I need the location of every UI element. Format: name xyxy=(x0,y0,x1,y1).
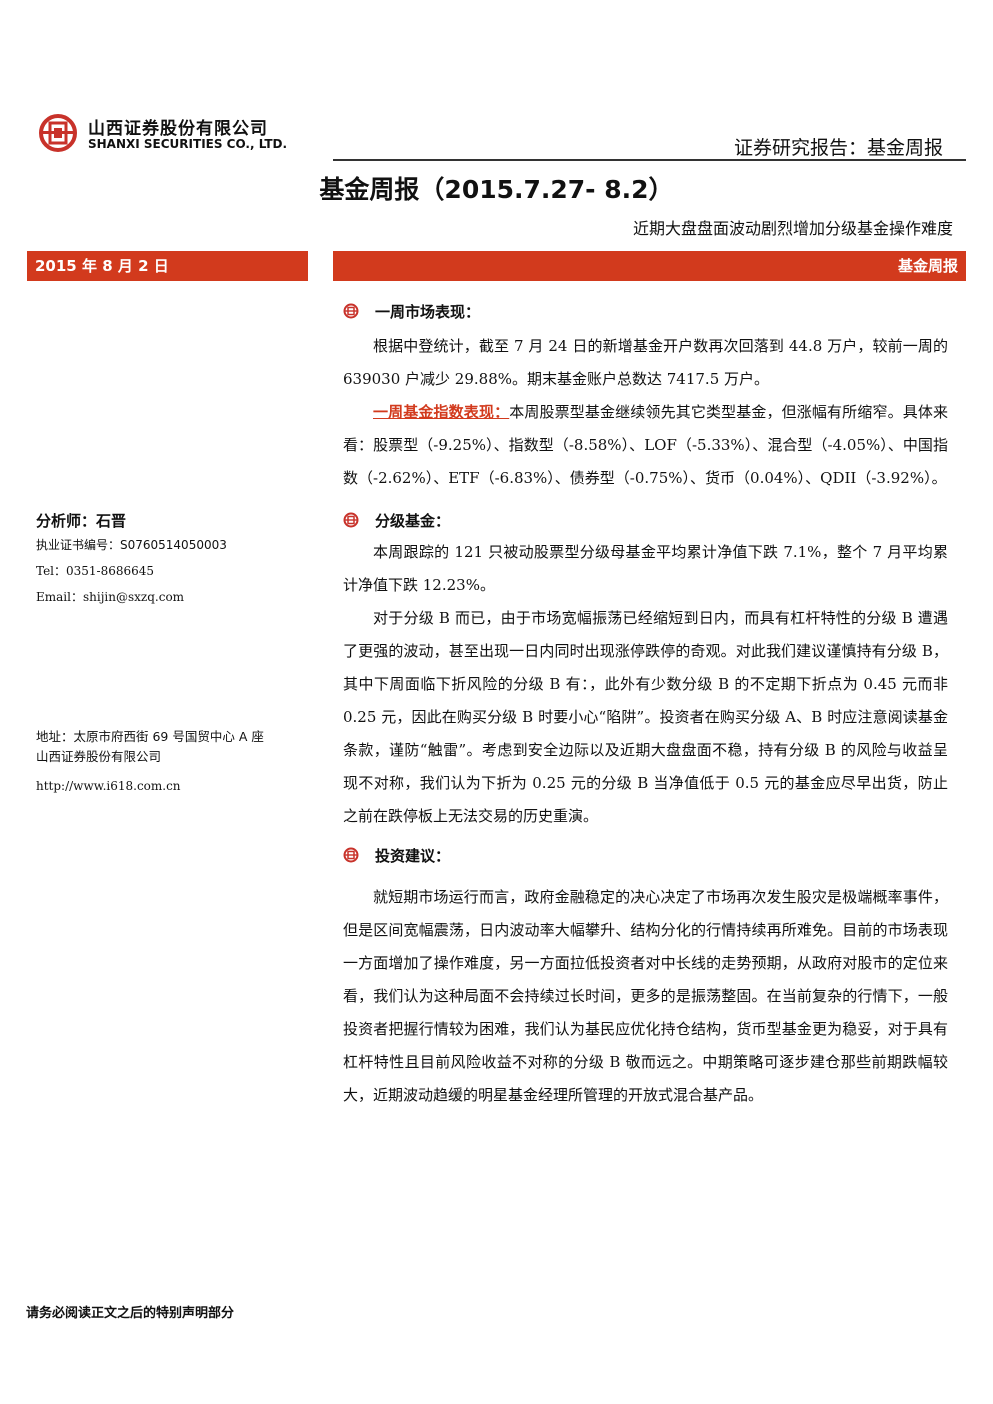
section-title-market: 一周市场表现： xyxy=(375,302,481,321)
page-subtitle: 近期大盘盘面波动剧烈增加分级基金操作难度 xyxy=(632,219,953,238)
paragraph: 根据中登统计，截至 7 月 24 日的新增基金开户数再次回落到 44.8 万户，… xyxy=(343,337,948,388)
paragraph: 对于分级 B 而已，由于市场宽幅振荡已经缩短到日内，而具有杠杆特性的分级 B 遭… xyxy=(343,609,948,825)
paragraph: 本周跟踪的 121 只被动股票型分级母基金平均累计净值下跌 7.1%，整个 7 … xyxy=(343,543,948,594)
company-website[interactable]: http://www.i618.com.cn xyxy=(36,779,181,793)
disclaimer-footer: 请务必阅读正文之后的特别声明部分 xyxy=(26,1306,235,1321)
company-address: 地址：太原市府西街 69 号国贸中心 A 座 xyxy=(36,729,264,744)
address-company: 山西证券股份有限公司 xyxy=(36,749,162,764)
analyst-cert: 执业证书编号：S0760514050003 xyxy=(36,538,227,552)
section-title-investment-advice: 投资建议： xyxy=(375,846,451,865)
report-date: 2015 年 8 月 2 日 xyxy=(35,257,169,275)
page-title: 基金周报（2015.7.27- 8.2） xyxy=(319,175,674,204)
report-category: 基金周报 xyxy=(897,257,958,275)
company-name-en: SHANXI SECURITIES CO., LTD. xyxy=(88,137,288,151)
section-heading: 分级基金： xyxy=(343,504,948,536)
section-bullet-icon xyxy=(343,847,359,863)
paragraph: 就短期市场运行而言，政府金融稳定的决心决定了市场再次发生股灾是极端概率事件，但是… xyxy=(343,888,948,1104)
section-heading: 一周市场表现： xyxy=(343,295,948,327)
company-name-cn: 山西证券股份有限公司 xyxy=(88,119,268,139)
date-bar: 2015 年 8 月 2 日 xyxy=(27,251,308,281)
paragraph-text: 本周股票型基金继续领先其它类型基金，但涨幅有所缩窄。具体来看：股票型（-9.25… xyxy=(343,403,948,487)
section-bullet-icon xyxy=(343,512,359,528)
analyst-tel: Tel：0351-8686645 xyxy=(36,564,155,578)
analyst-email: Email：shijin@sxzq.com xyxy=(36,590,185,604)
section-heading: 投资建议： xyxy=(343,839,948,871)
main-content: 一周市场表现： 根据中登统计，截至 7 月 24 日的新增基金开户数再次回落到 … xyxy=(343,295,948,1112)
analyst-name: 分析师：石晋 xyxy=(36,512,127,530)
company-logo-icon xyxy=(39,114,77,152)
section-bullet-icon xyxy=(343,303,359,319)
paragraph: 一周基金指数表现：本周股票型基金继续领先其它类型基金，但涨幅有所缩窄。具体来看：… xyxy=(343,396,948,495)
category-bar: 基金周报 xyxy=(333,251,966,281)
keyword-fund-index: 一周基金指数表现： xyxy=(373,403,510,421)
section-title-graded-fund: 分级基金： xyxy=(375,511,451,530)
report-type: 证券研究报告：基金周报 xyxy=(733,137,943,159)
header-divider xyxy=(333,159,966,161)
